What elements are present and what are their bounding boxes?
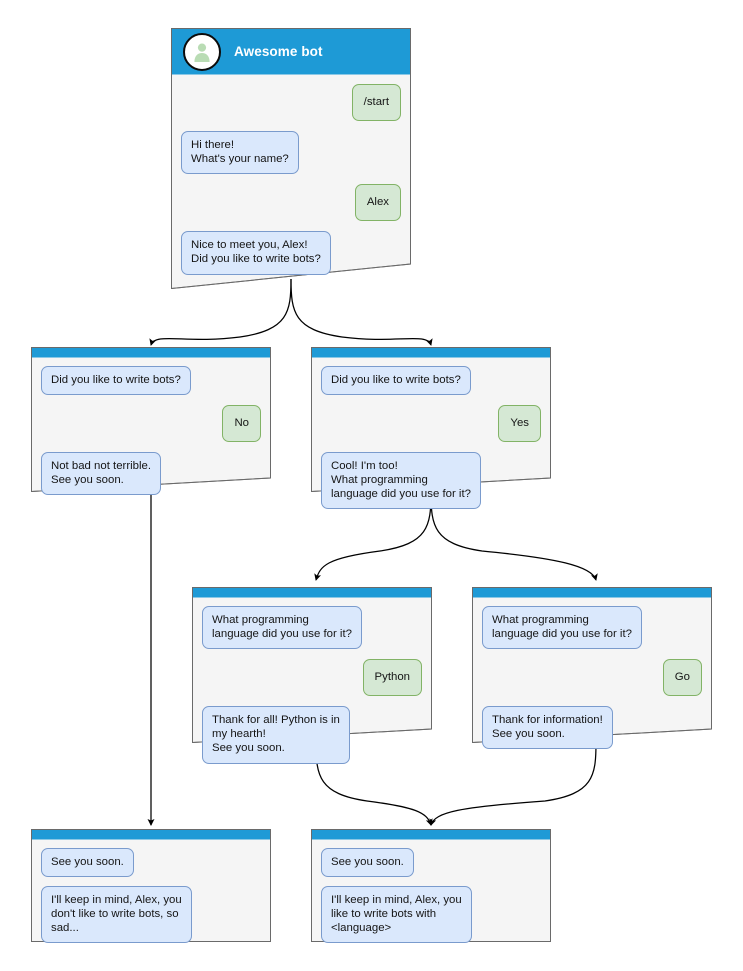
end-happy-card[interactable]: See you soon. I'll keep in mind, Alex, y…: [311, 829, 551, 944]
bot-message-bubble[interactable]: Thank for information! See you soon.: [482, 706, 613, 750]
bot-message-bubble[interactable]: Hi there! What's your name?: [181, 131, 299, 175]
message-row: /start: [181, 84, 401, 122]
end-sad-card-messages: See you soon. I'll keep in mind, Alex, y…: [31, 839, 271, 944]
end-happy-card-messages: See you soon. I'll keep in mind, Alex, y…: [311, 839, 551, 944]
user-message-bubble[interactable]: Go: [662, 659, 702, 697]
go-branch-card[interactable]: What programming language did you use fo…: [472, 587, 712, 750]
root-card-header: Awesome bot: [171, 28, 411, 75]
message-row: Yes: [321, 405, 541, 443]
root-card-messages: /start Hi there! What's your name? Alex …: [171, 75, 411, 275]
bot-message-bubble[interactable]: See you soon.: [321, 848, 414, 878]
message-row: See you soon.: [41, 848, 261, 878]
yes-branch-card-messages: Did you like to write bots? Yes Cool! I'…: [311, 357, 551, 510]
bot-message-bubble[interactable]: Thank for all! Python is in my hearth! S…: [202, 706, 350, 764]
bot-message-bubble[interactable]: Did you like to write bots?: [321, 366, 471, 396]
message-row: I'll keep in mind, Alex, you like to wri…: [321, 886, 541, 944]
message-row: Cool! I'm too! What programming language…: [321, 452, 541, 510]
no-branch-card-messages: Did you like to write bots? No Not bad n…: [31, 357, 271, 496]
python-branch-card[interactable]: What programming language did you use fo…: [192, 587, 432, 764]
bot-message-bubble[interactable]: See you soon.: [41, 848, 134, 878]
user-message-bubble[interactable]: Yes: [498, 405, 541, 443]
message-row: What programming language did you use fo…: [482, 606, 702, 650]
message-row: What programming language did you use fo…: [202, 606, 422, 650]
message-row: Alex: [181, 184, 401, 222]
go-branch-card-messages: What programming language did you use fo…: [472, 597, 712, 750]
root-card[interactable]: Awesome bot /start Hi there! What's your…: [171, 28, 411, 289]
message-row: No: [41, 405, 261, 443]
message-row: I'll keep in mind, Alex, you don't like …: [41, 886, 261, 944]
bot-message-bubble[interactable]: Did you like to write bots?: [41, 366, 191, 396]
bot-message-bubble[interactable]: Nice to meet you, Alex! Did you like to …: [181, 231, 331, 275]
message-row: Nice to meet you, Alex! Did you like to …: [181, 231, 401, 275]
message-row: Go: [482, 659, 702, 697]
end-sad-card[interactable]: See you soon. I'll keep in mind, Alex, y…: [31, 829, 271, 944]
edge-go-to-end: [429, 742, 597, 826]
user-message-bubble[interactable]: /start: [351, 84, 401, 122]
message-row: Did you like to write bots?: [41, 366, 261, 396]
message-row: Did you like to write bots?: [321, 366, 541, 396]
message-row: Thank for all! Python is in my hearth! S…: [202, 706, 422, 764]
message-row: Not bad not terrible. See you soon.: [41, 452, 261, 496]
python-branch-card-messages: What programming language did you use fo…: [192, 597, 432, 764]
message-row: Thank for information! See you soon.: [482, 706, 702, 750]
no-branch-card[interactable]: Did you like to write bots? No Not bad n…: [31, 347, 271, 496]
bot-message-bubble[interactable]: Cool! I'm too! What programming language…: [321, 452, 481, 510]
message-row: Hi there! What's your name?: [181, 131, 401, 175]
person-avatar-icon: [183, 32, 221, 71]
bot-message-bubble[interactable]: What programming language did you use fo…: [202, 606, 362, 650]
bot-message-bubble[interactable]: Not bad not terrible. See you soon.: [41, 452, 162, 496]
user-message-bubble[interactable]: No: [222, 405, 261, 443]
bot-message-bubble[interactable]: What programming language did you use fo…: [482, 606, 642, 650]
bot-title: Awesome bot: [234, 44, 323, 59]
bot-message-bubble[interactable]: I'll keep in mind, Alex, you don't like …: [41, 886, 192, 944]
user-message-bubble[interactable]: Alex: [354, 184, 401, 222]
message-row: Python: [202, 659, 422, 697]
bot-message-bubble[interactable]: I'll keep in mind, Alex, you like to wri…: [321, 886, 472, 944]
user-message-bubble[interactable]: Python: [362, 659, 422, 697]
yes-branch-card[interactable]: Did you like to write bots? Yes Cool! I'…: [311, 347, 551, 510]
message-row: See you soon.: [321, 848, 541, 878]
